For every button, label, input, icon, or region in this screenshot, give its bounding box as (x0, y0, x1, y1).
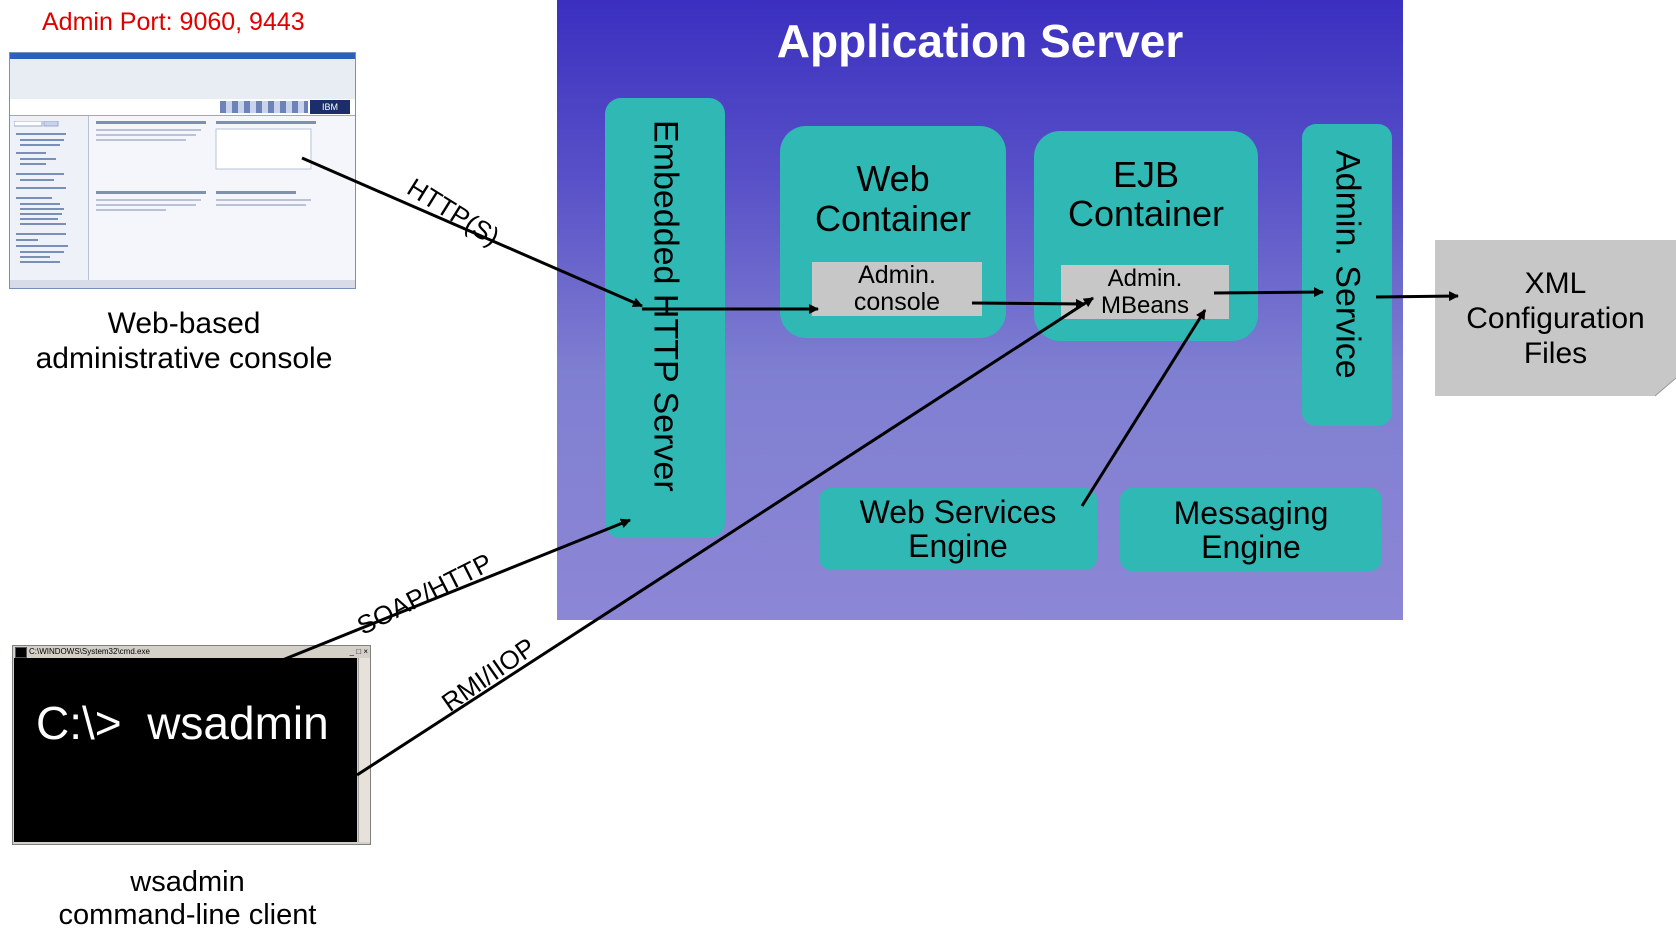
screenshot-toolbar (10, 59, 355, 100)
screenshot-nav-lines (14, 121, 68, 263)
admin-port-label: Admin Port: 9060, 9443 (42, 8, 305, 36)
embedded-http-server: Embedded HTTP Server (605, 98, 725, 538)
ejb-container-title-line1: EJB (1112, 154, 1180, 195)
console-caption-line2: administrative console (35, 342, 333, 375)
console-caption-line1: Web-based (107, 307, 261, 340)
messaging-engine: Messaging Engine (1120, 488, 1382, 571)
arrow-adminservice-to-xml (1375, 291, 1459, 302)
wsadmin-caption-line1: wsadmin (130, 866, 245, 898)
web-services-engine-line2: Engine (908, 528, 1008, 564)
ejb-container-title-line2: Container (1067, 193, 1225, 234)
web-container-title-line2: Container (814, 198, 972, 239)
cmd-scrollbar[interactable] (358, 658, 370, 842)
arrow-wsengine-to-mbeans (1080, 309, 1207, 507)
admin-console-note: Admin. console (812, 262, 982, 316)
cmd-window-icon (15, 647, 27, 658)
admin-mbeans-note-line1: Admin. (1107, 265, 1183, 292)
wsadmin-caption: wsadmin command-line client (30, 866, 345, 932)
admin-console-note-line1: Admin. (858, 261, 936, 289)
admin-service-label: Admin. Service (1328, 150, 1367, 379)
admin-console-note-line2: console (853, 288, 941, 316)
web-services-engine-line1: Web Services (859, 494, 1057, 530)
admin-service: Admin. Service (1302, 124, 1392, 426)
cmd-window-buttons[interactable]: _ □ × (349, 647, 368, 656)
xml-files-line1: XML (1524, 266, 1587, 300)
arrow-console-to-http (301, 156, 643, 308)
console-caption: Web-based administrative console (14, 306, 354, 376)
cmd-window-title: C:\WINDOWS\System32\cmd.exe (13, 646, 370, 658)
xml-files-line3: Files (1523, 336, 1588, 370)
admin-console-screenshot: IBM (9, 52, 356, 289)
arrow-console-to-mbeans (971, 298, 1086, 309)
admin-mbeans-note-line2: MBeans (1100, 292, 1190, 319)
arrow-mbeans-to-adminservice (1213, 287, 1324, 298)
messaging-engine-line2: Engine (1201, 528, 1301, 565)
wsadmin-caption-line2: command-line client (58, 899, 317, 931)
screenshot-content-lines (96, 121, 316, 211)
arrow-wsadmin-rmi (356, 296, 1094, 777)
cmd-prompt-text: C:\> wsadmin (36, 697, 329, 749)
xml-configuration-files: XML Configuration Files (1435, 240, 1676, 396)
web-container-title-line1: Web (856, 158, 930, 199)
xml-files-line2: Configuration (1466, 301, 1645, 335)
screenshot-banner-graphic (220, 101, 308, 113)
embedded-http-server-label: Embedded HTTP Server (646, 120, 685, 492)
screenshot-statusbar (10, 280, 355, 288)
web-services-engine: Web Services Engine (819, 488, 1097, 570)
admin-mbeans-note: Admin. MBeans (1061, 265, 1229, 319)
xml-files-folded-corner-icon (1655, 378, 1676, 398)
screenshot-titlebar (10, 53, 355, 59)
arrow-wsadmin-soap (274, 518, 631, 665)
messaging-engine-line1: Messaging (1173, 494, 1329, 531)
cmd-screen: C:\> wsadmin (14, 658, 357, 842)
application-server-title: Application Server (776, 15, 1184, 67)
cmd-window: C:\WINDOWS\System32\cmd.exe _ □ × C:\> w… (12, 645, 371, 845)
ibm-logo: IBM (310, 100, 350, 114)
